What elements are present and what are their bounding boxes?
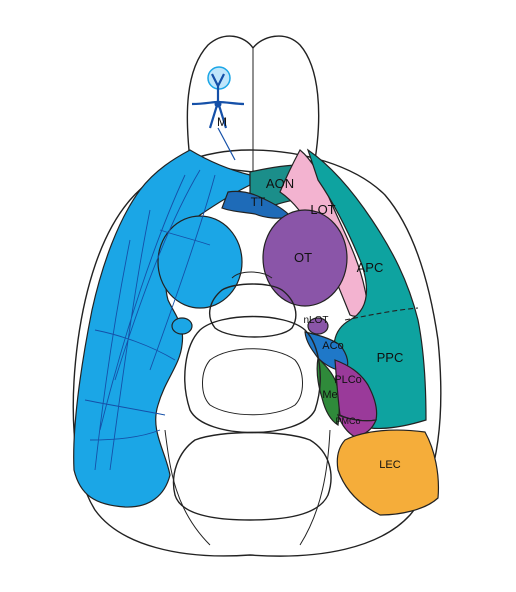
pmco-region (336, 413, 377, 438)
pons-outline (184, 315, 321, 434)
label-ppc: PPC (377, 350, 404, 365)
label-lec: LEC (379, 459, 400, 471)
cerebellum-right (299, 429, 331, 546)
brain-outline (72, 149, 442, 557)
lec-region (336, 429, 440, 516)
hypothalamus-outline (208, 283, 297, 338)
label-apc: APC (357, 260, 384, 275)
vessel-branch (217, 127, 236, 161)
label-m: M (217, 115, 227, 129)
cerebellum-left (164, 429, 211, 546)
label-tt: TT (251, 195, 266, 209)
label-lot: LOT (310, 202, 335, 217)
label-nlot: nLOT (303, 315, 328, 326)
medulla-outline (172, 431, 332, 521)
nlot-region (307, 317, 329, 335)
pons-inner-outline (202, 348, 303, 416)
label-plco: PLCo (334, 374, 362, 386)
left-small-oval (171, 317, 193, 335)
label-aco: ACo (322, 340, 343, 352)
ot-region (262, 209, 348, 307)
left-olfactory-tubercle-outline (157, 215, 243, 309)
vessel-node (214, 100, 222, 108)
label-ot: OT (294, 250, 312, 265)
label-pmco: PMCo (335, 416, 360, 426)
label-aon: AON (266, 176, 294, 191)
optic-chiasm-outline (231, 271, 273, 279)
left-cortex-fibers (84, 169, 216, 471)
me-region (316, 356, 340, 427)
left-cortex-region (73, 149, 251, 508)
label-me: Me (322, 389, 337, 401)
apc-ppc-boundary (344, 307, 419, 321)
